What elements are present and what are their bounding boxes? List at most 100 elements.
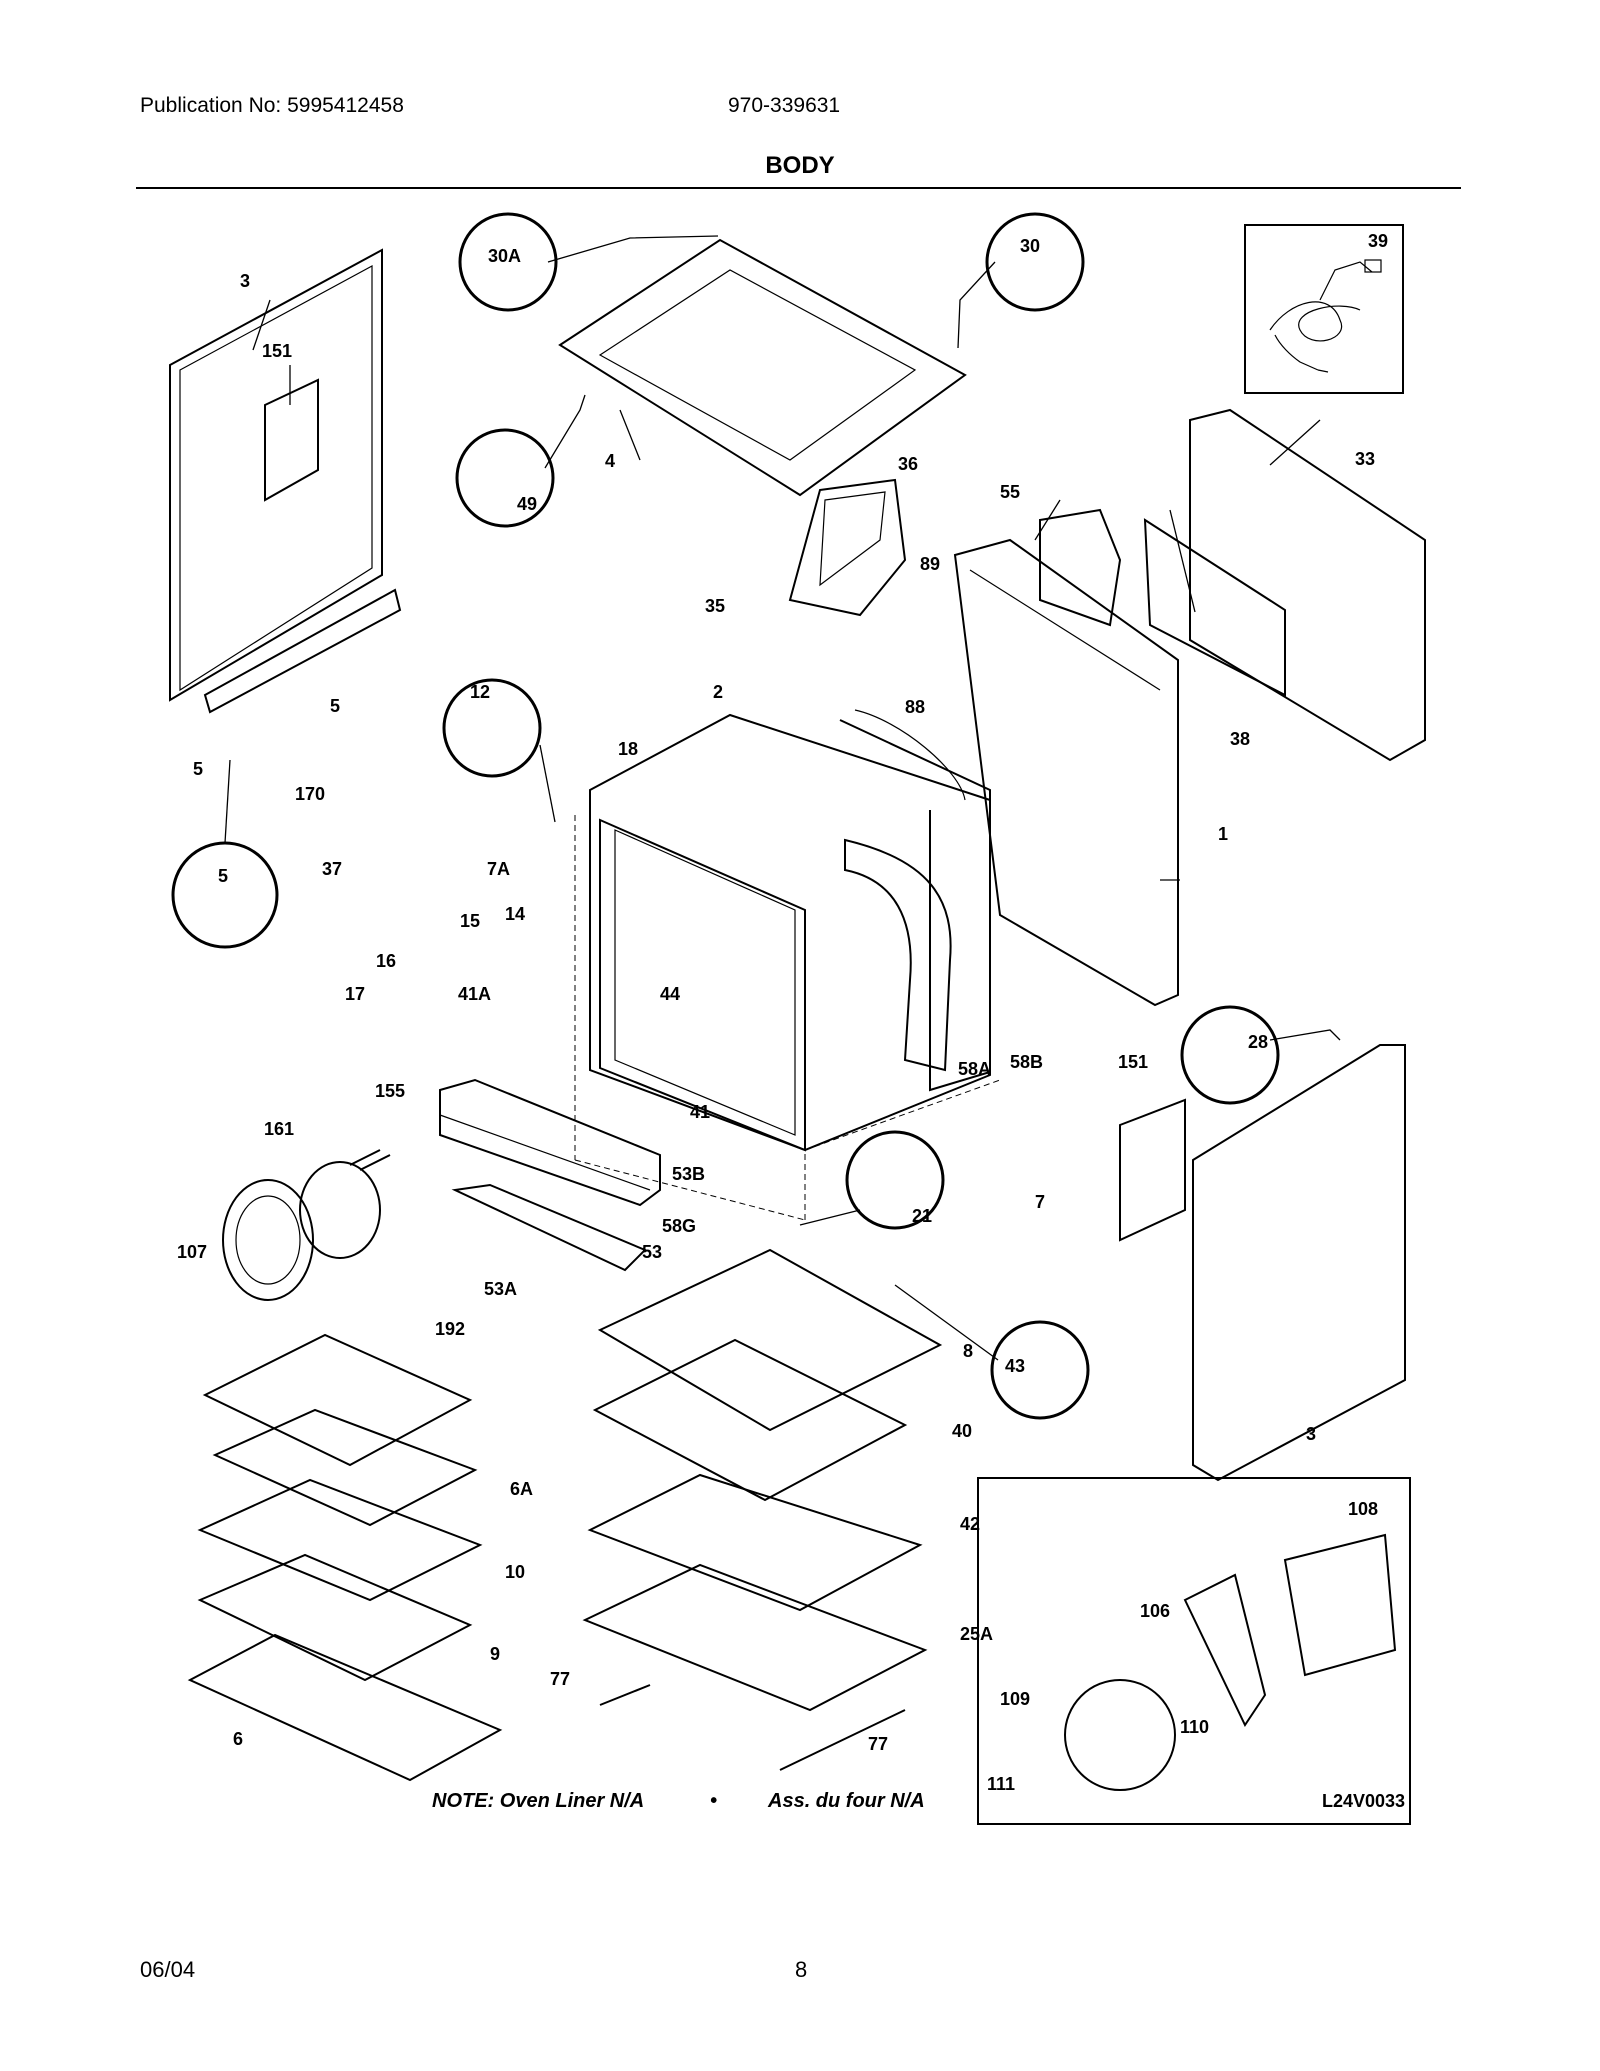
footer-date: 06/04 — [140, 1957, 196, 1982]
bracket-151-left — [264, 378, 319, 502]
broil-pan — [197, 1553, 473, 1682]
note-en: NOTE: Oven Liner N/A — [432, 1790, 644, 1812]
detail-circle-30A — [458, 212, 558, 312]
note-fr: Ass. du four N/A — [767, 1790, 925, 1812]
callout: 170 — [295, 784, 325, 804]
callout: 89 — [920, 554, 940, 574]
fan-blade — [1064, 1679, 1176, 1791]
callout: 35 — [705, 596, 725, 616]
callout: 58G — [662, 1216, 696, 1236]
callout: 77 — [550, 1669, 570, 1689]
callout: 41 — [690, 1102, 710, 1122]
callout: 14 — [505, 904, 525, 924]
callout: 77 — [868, 1734, 888, 1754]
callout: 40 — [952, 1421, 972, 1441]
detail-circle-5 — [171, 841, 279, 949]
callout: 2 — [713, 682, 723, 702]
publication-number: Publication No: 5995412458 — [140, 94, 404, 117]
callout: 15 — [460, 911, 480, 931]
callout: 53 — [642, 1242, 662, 1262]
callout: 12 — [470, 682, 490, 702]
callout: 21 — [912, 1206, 932, 1226]
callout: 6 — [233, 1729, 243, 1749]
callout: 161 — [264, 1119, 294, 1139]
callout: 1 — [1218, 824, 1228, 844]
callout: 44 — [660, 984, 680, 1004]
leader-lines — [224, 235, 1341, 1361]
drawer-support — [582, 1563, 928, 1712]
broil-pan-insert — [197, 1478, 483, 1602]
page-title: BODY — [765, 152, 835, 179]
callout: 9 — [490, 1644, 500, 1664]
callout: 42 — [960, 1514, 980, 1534]
callout: 30A — [488, 246, 521, 266]
vent-duct — [788, 478, 907, 617]
callout: 17 — [345, 984, 365, 1004]
callout: 10 — [505, 1562, 525, 1582]
heat-deflector — [592, 1338, 908, 1502]
model-number: 970-339631 — [728, 94, 841, 117]
callout: 37 — [322, 859, 342, 879]
drawer-slides — [599, 1684, 906, 1771]
callout: 8 — [963, 1341, 973, 1361]
fan-cover — [222, 1179, 314, 1301]
right-side-panel — [1192, 1044, 1406, 1482]
fan-motor — [1283, 1533, 1397, 1677]
broiler-grid — [202, 1333, 473, 1467]
callout: 151 — [1118, 1052, 1148, 1072]
left-side-panel — [169, 248, 402, 714]
callout: 25A — [960, 1624, 993, 1644]
callout: 5 — [218, 866, 228, 886]
header-rule — [136, 187, 1461, 189]
callout: 38 — [1230, 729, 1250, 749]
callout: 106 — [1140, 1601, 1170, 1621]
callout-labels: 30A 30 39 3 151 4 49 36 33 55 89 35 88 2… — [177, 231, 1388, 1794]
callout: 88 — [905, 697, 925, 717]
callout: 58A — [958, 1059, 991, 1079]
detail-circle-43 — [990, 1320, 1090, 1420]
note-bullet: • — [710, 1790, 717, 1812]
callout: 58B — [1010, 1052, 1043, 1072]
callout: 28 — [1248, 1032, 1268, 1052]
inset-frame-power-cord — [1244, 224, 1404, 394]
callout: 53B — [672, 1164, 705, 1184]
door-gasket — [844, 838, 952, 1072]
callout: 33 — [1355, 449, 1375, 469]
callout: 3 — [1306, 1424, 1316, 1444]
callout: 39 — [1368, 231, 1388, 251]
callout: 7A — [487, 859, 510, 879]
callout: 151 — [262, 341, 292, 361]
detail-circle-30 — [985, 212, 1085, 312]
callout: 155 — [375, 1081, 405, 1101]
page-number: 8 — [795, 1957, 808, 1982]
bracket-151-right — [1119, 1098, 1186, 1242]
callout: 36 — [898, 454, 918, 474]
callout: 3 — [240, 271, 250, 291]
callout: 108 — [1348, 1499, 1378, 1519]
callout: 30 — [1020, 236, 1040, 256]
callout: 5 — [193, 759, 203, 779]
callout: 7 — [1035, 1192, 1045, 1212]
bracket-plate — [1143, 518, 1286, 697]
oven-cavity — [574, 709, 1001, 1221]
diagram-code: L24V0033 — [1322, 1791, 1405, 1811]
callout: 111 — [987, 1774, 1015, 1794]
oven-rack — [187, 1633, 503, 1782]
callout: 107 — [177, 1242, 207, 1262]
bottom-shield — [587, 1473, 923, 1612]
callout: 55 — [1000, 482, 1020, 502]
power-cord-drawing — [1269, 259, 1382, 373]
inset-frame-convection-fan — [977, 1477, 1411, 1825]
oven-bottom — [597, 1248, 943, 1432]
detail-circle-21 — [845, 1130, 945, 1230]
callout: 18 — [618, 739, 638, 759]
callout: 16 — [376, 951, 396, 971]
rear-panel — [953, 538, 1179, 1007]
callout: 5 — [330, 696, 340, 716]
motor-mount — [1183, 1573, 1267, 1728]
top-support-frame — [558, 238, 967, 497]
callout: 4 — [605, 451, 615, 471]
callout: 110 — [1180, 1717, 1209, 1737]
callout: 41A — [458, 984, 491, 1004]
